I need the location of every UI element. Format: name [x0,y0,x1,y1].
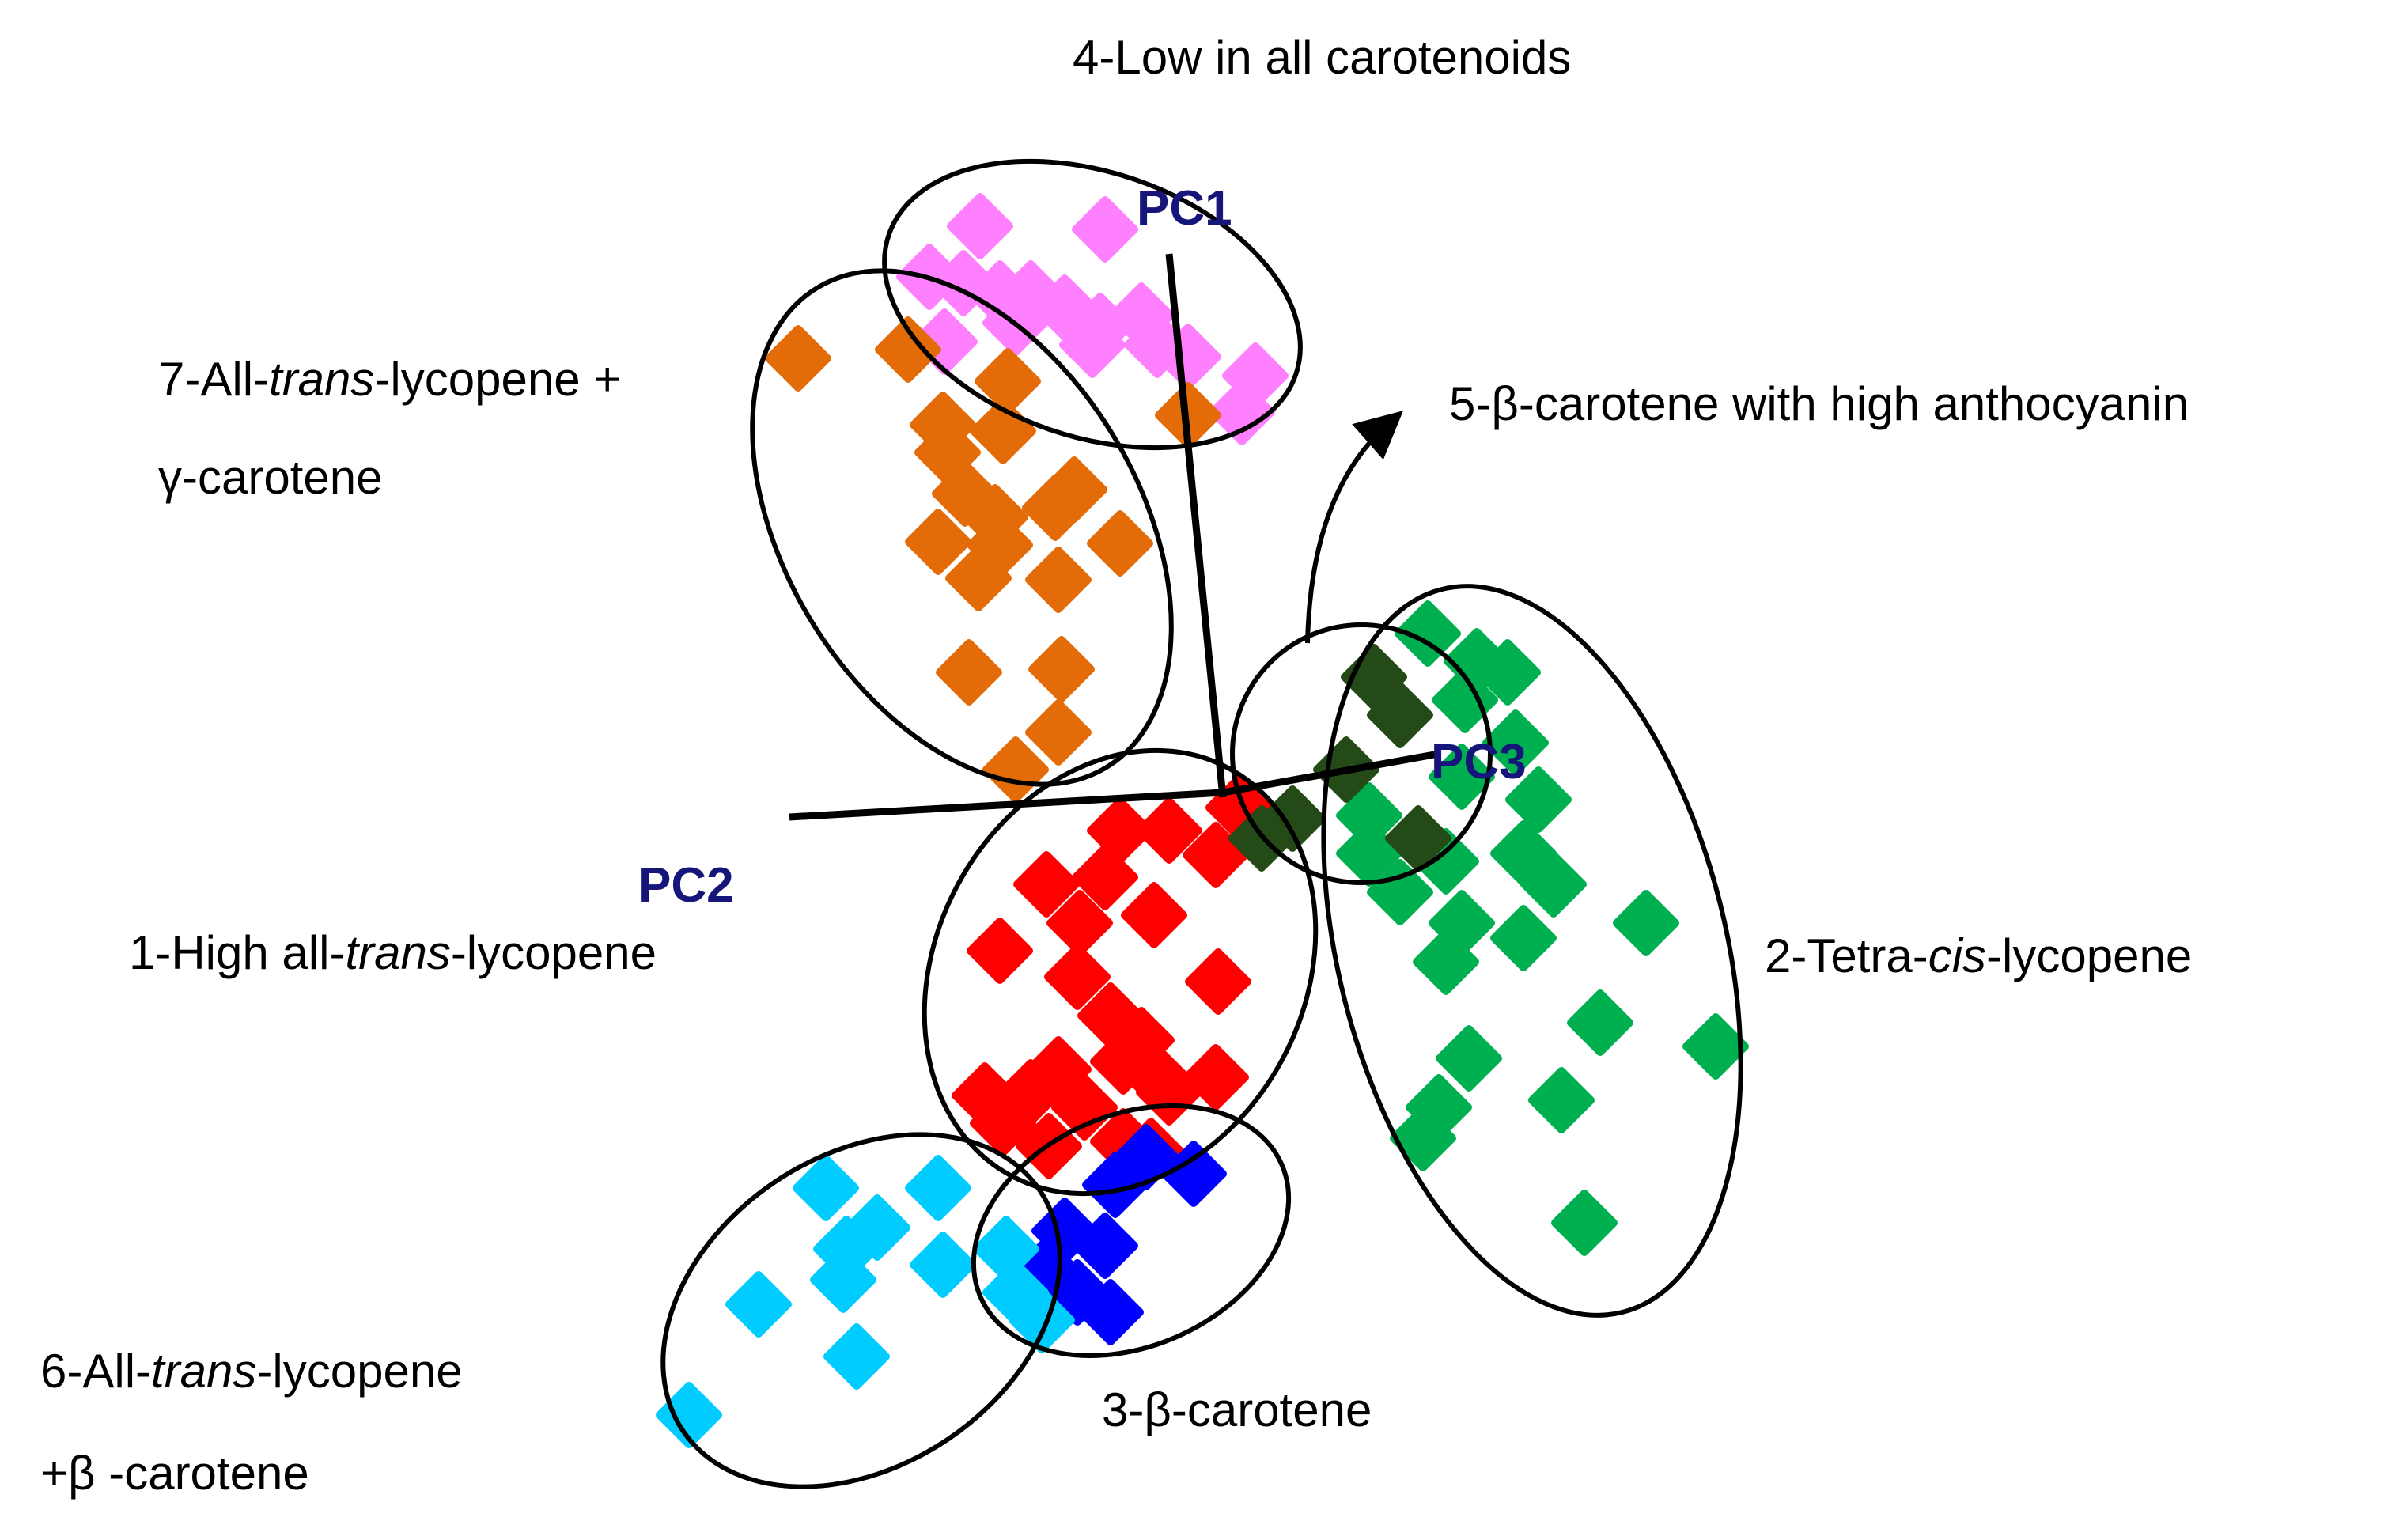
cluster-3-point [1077,1279,1144,1345]
cluster-labels: 1-High all-trans-lycopene 2-Tetra-cis-lyc… [40,31,2192,1500]
cluster-7-point [1022,475,1088,541]
cluster-4-point [1072,196,1138,263]
cluster-7-point [1087,510,1153,577]
pc2-axis-label: PC2 [638,858,734,913]
cluster-7-label-line2: γ-carotene [158,451,382,504]
pc1-axis [1165,253,1227,798]
cluster-2-ellipse [1321,584,1743,1318]
cluster-7-point [1028,636,1095,702]
cluster-4-point [1059,312,1126,378]
cluster-2-point [1436,1025,1502,1092]
pc3-axis [1222,750,1440,796]
pc1-axis-label: PC1 [1137,181,1232,236]
cluster-6-point [793,1155,859,1221]
cluster-4-label: 4-Low in all carotenoids [1073,31,1571,84]
cluster-2-point [1520,851,1587,918]
cluster-6-point [905,1155,971,1221]
cluster-2-point [1490,905,1557,971]
cluster-2-point [1567,989,1633,1056]
cluster-7-point [1025,547,1092,613]
cluster-6-label: 6-All-trans-lycopene [40,1345,463,1398]
cluster-1-point [1121,882,1187,948]
cluster-6-label-line2: +β -carotene [40,1447,309,1500]
cluster-7-point [945,545,1012,611]
cluster-5-point [1367,682,1433,748]
cluster-1-point [1044,944,1111,1010]
cluster-1-point [970,1090,1036,1156]
cluster-3-point [1072,1213,1138,1279]
data-points [656,193,1749,1448]
cluster-1-point [1136,797,1202,864]
cluster-6-point [910,1232,976,1298]
cluster-4-point [947,193,1013,259]
pc2-axis [789,789,1224,821]
cluster-5-label: 5-β-carotene with high anthocyanin [1449,377,2189,430]
cluster-2-label: 2-Tetra-cis-lycopene [1765,929,2192,982]
cluster-3-ellipse [971,1103,1292,1358]
cluster-2-point [1482,709,1549,776]
cluster-3-label: 3-β-carotene [1102,1383,1372,1436]
cluster-2-point [1390,1105,1456,1171]
cluster-7-point [765,325,831,392]
cluster-7-point [1025,699,1092,766]
cluster-6-point [725,1271,792,1338]
cluster-1-point [1072,844,1138,910]
cluster-7-point [936,639,1002,706]
cluster-1-point [1013,851,1080,918]
cluster-1-point [1183,1044,1249,1111]
cluster-2-point [1432,667,1498,733]
cluster-6-point [823,1323,890,1390]
cluster-7-point [905,509,971,575]
cluster-2-point [1505,766,1572,833]
cluster-1-point [1051,1074,1118,1141]
cluster-6-ellipse [660,1132,1062,1489]
cluster-ellipses [660,158,1743,1489]
cluster-2-point [1528,1067,1595,1133]
cluster-5-pointer-arrow [1305,411,1404,644]
cluster-1-point [1185,948,1251,1015]
cluster-2-point [1395,600,1461,667]
cluster-6-point [810,1247,876,1313]
cluster-4-point [1209,379,1275,445]
cluster-1-label: 1-High all-trans-lycopene [129,926,657,979]
cluster-2-point [1613,890,1679,956]
pc3-axis-label: PC3 [1431,735,1527,789]
cluster-3-point [1160,1141,1227,1207]
cluster-2-point [1413,929,1479,995]
cluster-7-point [982,736,1049,803]
cluster-5-ellipse [1230,622,1493,885]
cluster-7-ellipse [750,268,1174,787]
cluster-1-point [967,918,1033,984]
cluster-7-label: 7-All-trans-lycopene + [158,353,621,406]
cluster-4-ellipse [882,158,1303,451]
cluster-2-point [1474,639,1541,706]
cluster-2-point [1429,744,1495,810]
cluster-2-point [1682,1013,1749,1080]
cluster-3-point [1082,1152,1149,1218]
cluster-7-point [875,316,941,383]
cluster-2-point [1551,1190,1618,1256]
